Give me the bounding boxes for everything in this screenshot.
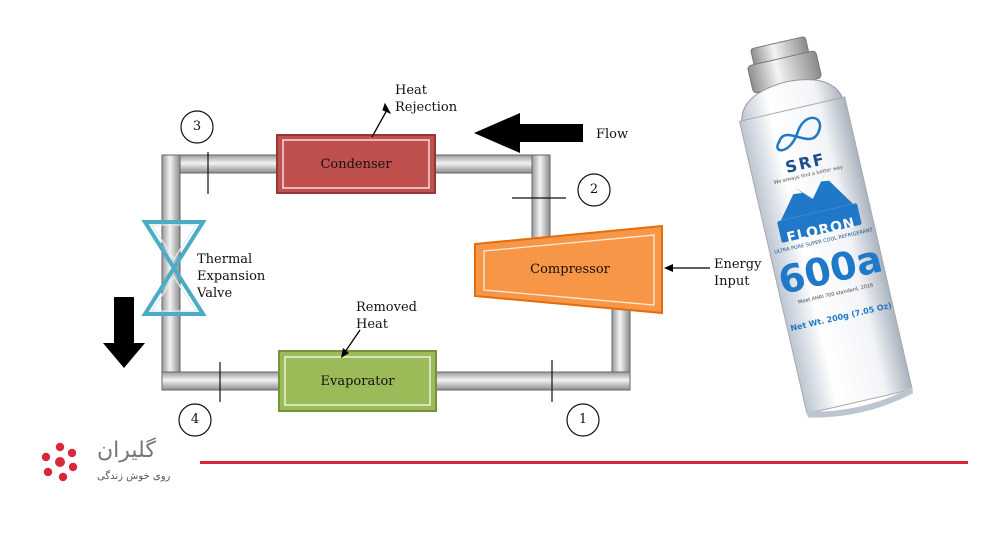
removed-heat-arrow bbox=[341, 329, 361, 358]
energy-input-arrow bbox=[664, 264, 710, 272]
golrang-flower-icon bbox=[41, 442, 78, 482]
expansion-valve-shape bbox=[141, 220, 207, 316]
state-circles bbox=[178, 110, 611, 437]
flow-label: Flow bbox=[596, 127, 629, 142]
golrang-logo-text: گلیران bbox=[97, 438, 156, 463]
state-point-2: 2 bbox=[589, 182, 599, 197]
state-point-1: 1 bbox=[578, 412, 588, 427]
energy-input-label: Energy Input bbox=[714, 257, 762, 289]
state-point-3: 3 bbox=[192, 119, 202, 134]
evaporator-label: Evaporator bbox=[320, 374, 395, 389]
condenser-label: Condenser bbox=[320, 157, 392, 172]
evaporator-box bbox=[278, 350, 437, 412]
state-point-4: 4 bbox=[190, 412, 200, 427]
valve-label: Thermal Expansion Valve bbox=[197, 252, 266, 301]
refrigerant-can bbox=[738, 36, 914, 418]
golrang-logo-tagline: روی خوش زندگی bbox=[97, 471, 171, 482]
heat-rejection-label: Heat Rejection bbox=[395, 83, 458, 115]
compressor-label: Compressor bbox=[530, 262, 610, 277]
heat-rejection-arrow bbox=[371, 102, 392, 138]
flow-arrow-left bbox=[474, 113, 583, 153]
footer-divider-line bbox=[200, 461, 968, 464]
condenser-box bbox=[276, 134, 436, 194]
removed-heat-label: Removed Heat bbox=[356, 300, 417, 332]
state-tick-marks bbox=[207, 152, 566, 402]
flow-arrow-down bbox=[103, 297, 145, 368]
